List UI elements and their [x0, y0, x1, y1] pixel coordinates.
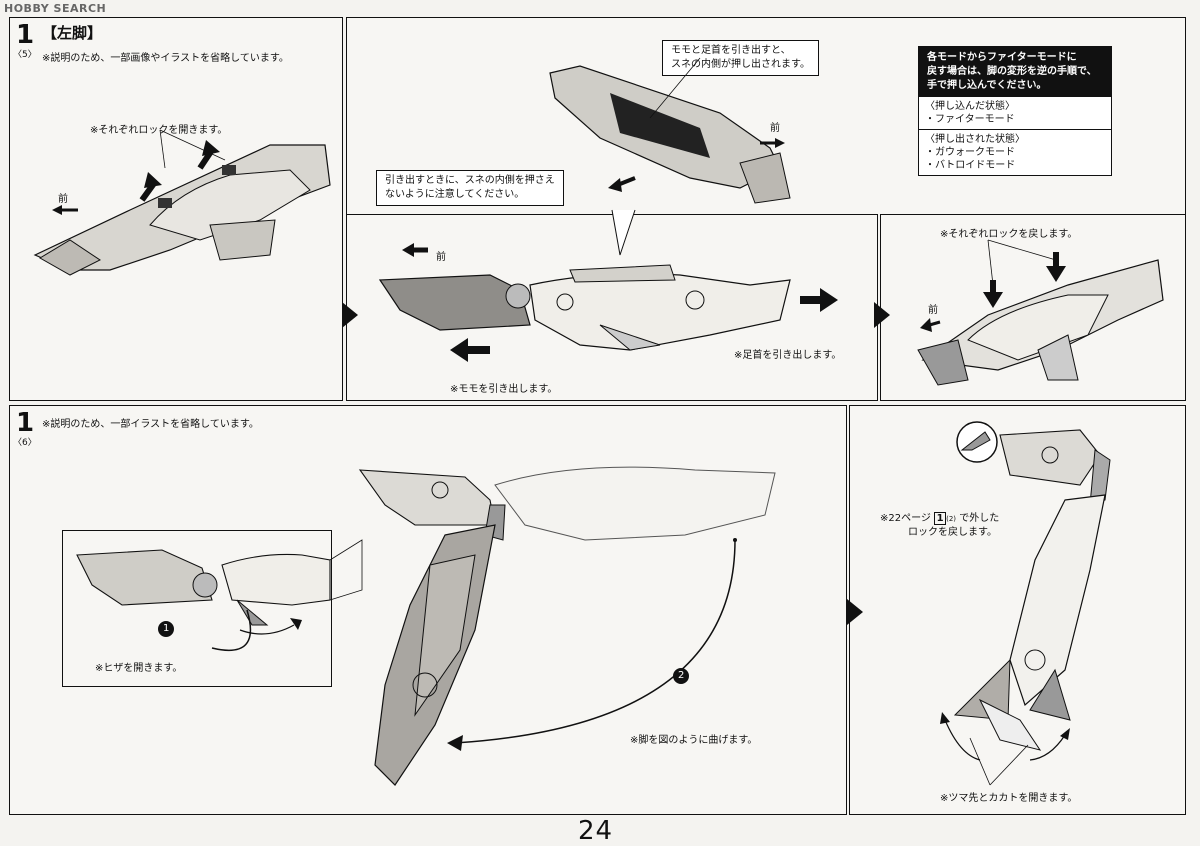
front-label-1: 前: [58, 194, 68, 205]
pulled-item-1: ・ガウォークモード: [925, 147, 1015, 158]
ankle-pull-note: ※足首を引き出します。: [734, 350, 842, 361]
page-ref-line2: ロックを戻します。: [908, 527, 997, 538]
section-title: 【左脚】: [42, 24, 103, 42]
callout-caution-line1: 引き出すときに、スネの内側を押さえ: [385, 175, 555, 186]
leg-illustration-cutaway: [549, 57, 791, 204]
step-number-top: 1: [16, 20, 35, 50]
leg-illustration-extended: [378, 243, 838, 362]
page-number: 24: [578, 816, 614, 846]
front-label-4: 前: [928, 305, 938, 316]
callout-caution: 引き出すときに、スネの内側を押さえ ないように注意してください。: [376, 170, 564, 206]
pushed-title: 〈押し込んだ状態〉: [925, 101, 1015, 112]
callout-pointer: [611, 209, 636, 256]
callout-caution-line2: ないように注意してください。: [385, 189, 525, 200]
leg-illustration-locked: [917, 239, 1164, 386]
mode-info-header: 各モードからファイターモードに 戻す場合は、脚の変形を逆の手順で、 手で押し込ん…: [919, 47, 1111, 97]
mode-info-header-line1: 各モードからファイターモードに: [927, 52, 1077, 63]
lock-open-note: ※それぞれロックを開きます。: [90, 125, 228, 136]
omission-note-bottom: ※説明のため、一部イラストを省略しています。: [42, 419, 259, 430]
step-arrow-2: [874, 302, 890, 328]
mode-info-header-line3: 手で押し込んでください。: [927, 80, 1047, 91]
page-ref-step-box: 1: [934, 512, 947, 525]
callout-pull-line1: モモと足首を引き出すと、: [671, 45, 791, 56]
watermark: HOBBY SEARCH: [4, 2, 107, 15]
leg-illustration-bent: [358, 466, 776, 786]
step-number-bottom: 1: [16, 408, 35, 438]
bend-note: ※脚を図のように曲げます。: [630, 735, 758, 746]
pulled-item-2: ・バトロイドモード: [925, 160, 1016, 171]
mode-info-header-line2: 戻す場合は、脚の変形を逆の手順で、: [927, 66, 1097, 77]
mode-info-pulled: 〈押し出された状態〉 ・ガウォークモード ・バトロイドモード: [919, 129, 1111, 175]
pushed-item: ・ファイターモード: [925, 114, 1015, 125]
front-label-2: 前: [770, 123, 780, 134]
page-ref-sub: (2): [946, 515, 957, 523]
page-ref-suffix: で外した: [959, 513, 1000, 524]
knee-open-note: ※ヒザを開きます。: [95, 663, 183, 674]
leg-illustration-fighter: [33, 129, 331, 276]
page-ref-note: ※22ページ 1 (2) で外した ロックを戻します。: [880, 512, 999, 539]
step-arrow-3: [847, 599, 863, 625]
toe-heel-note: ※ツマ先とカカトを開きます。: [940, 793, 1078, 804]
step-arrow-1: [342, 302, 358, 328]
front-label-3: 前: [436, 252, 446, 263]
pulled-title: 〈押し出された状態〉: [925, 134, 1025, 145]
page-ref-step: 1: [936, 513, 944, 524]
callout-pull-line2: スネの内側が押し出されます。: [671, 59, 810, 70]
omission-note-top: ※説明のため、一部画像やイラストを省略しています。: [42, 53, 289, 64]
thigh-pull-note: ※モモを引き出します。: [450, 384, 558, 395]
page-ref-prefix: ※22ページ: [880, 513, 931, 524]
step-sub-bottom: 〈6〉: [13, 438, 37, 448]
lock-return-note: ※それぞれロックを戻します。: [940, 229, 1078, 240]
callout-pull-out: モモと足首を引き出すと、 スネの内側が押し出されます。: [662, 40, 819, 76]
mode-info-box: 各モードからファイターモードに 戻す場合は、脚の変形を逆の手順で、 手で押し込ん…: [918, 46, 1112, 176]
mode-info-pushed: 〈押し込んだ状態〉 ・ファイターモード: [919, 97, 1111, 129]
knee-inset-illustration: [76, 539, 363, 652]
bend-step-number: 2: [677, 670, 685, 681]
step-sub-top: 〈5〉: [13, 50, 37, 60]
leg-illustration-gerwalk: [940, 421, 1111, 786]
knee-step-number: 1: [162, 623, 170, 634]
